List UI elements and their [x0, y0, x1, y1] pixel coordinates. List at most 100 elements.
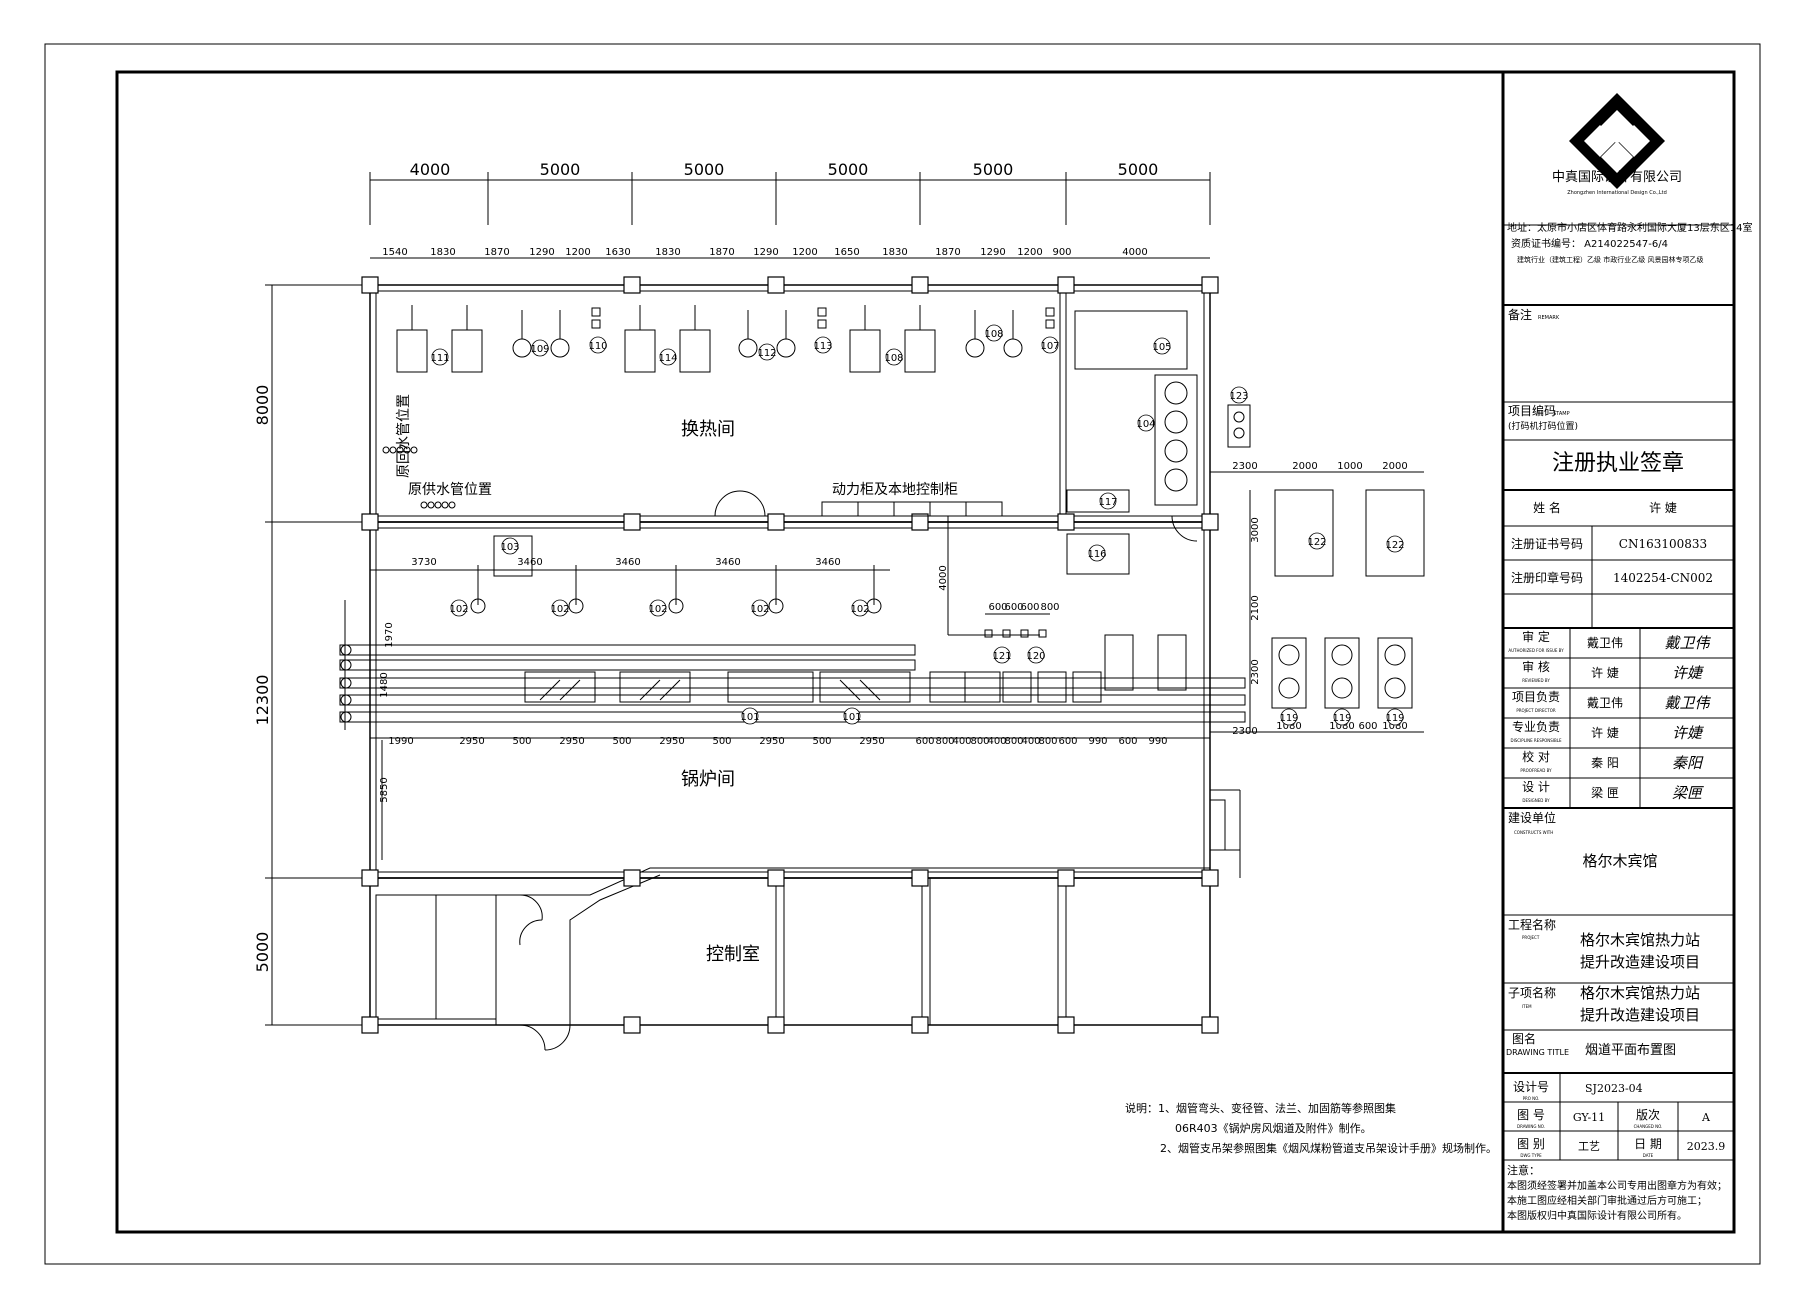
dim2-4: 1290 [529, 247, 554, 258]
date-label: 日 期 [1634, 1137, 1662, 1151]
drawing-no-label: 图 号 [1517, 1108, 1545, 1122]
dim-bot-22: 990 [1148, 736, 1167, 747]
plan-labels: 4000 5000 5000 5000 5000 5000 1540 1830 … [253, 160, 1497, 1155]
tag-114: 114 [658, 353, 677, 364]
dim-left-1: 8000 [253, 385, 272, 426]
dim-bot-7: 500 [712, 736, 731, 747]
role-label: 审 核 [1522, 659, 1550, 674]
dim-bot-9: 500 [812, 736, 831, 747]
role-row: 设 计 DESIGNED BY 梁 匣 梁匣 [1522, 780, 1704, 803]
dim-small-4: 800 [1040, 602, 1059, 613]
note-line-1: 说明：1、烟管弯头、变径管、法兰、加固筋等参照图集 [1125, 1101, 1396, 1115]
role-name: 许 婕 [1591, 666, 1619, 680]
qualification: 建筑行业（建筑工程）乙级 市政行业乙级 风景园林专项乙级 [1517, 255, 1703, 264]
drawing-title-label: 图名 [1512, 1031, 1536, 1046]
tag-108-b: 108 [984, 329, 1003, 340]
dim2-17: 4000 [1122, 247, 1147, 258]
company-name-en: Zhongzhen International Design Co.,Ltd [1567, 190, 1667, 196]
tag-110: 110 [588, 341, 607, 352]
role-label: 校 对 [1522, 749, 1550, 764]
dim-mid-3: 3460 [615, 557, 640, 568]
dim-top-5: 5000 [973, 160, 1014, 179]
tag-108-a: 108 [884, 353, 903, 364]
tag-121: 121 [992, 651, 1011, 662]
dim2-1: 1540 [382, 247, 407, 258]
role-label: 审 定 [1522, 629, 1550, 644]
name-value: 许 婕 [1649, 501, 1677, 515]
revision-en: CHANGED NO. [1634, 1124, 1663, 1129]
role-row: 专业负责 DISCIPLINE RESPONSIBLE 许 婕 许婕 [1511, 719, 1704, 743]
tag-102-e: 102 [850, 604, 869, 615]
project-code-sub: (打码机打码位置) [1508, 420, 1578, 432]
dim-1970: 1970 [384, 622, 395, 647]
revision-value: A [1701, 1111, 1711, 1124]
dim-4000-vertical: 4000 [938, 565, 949, 590]
tag-119-b: 119 [1332, 713, 1351, 724]
item-name-en: ITEM [1522, 1004, 1532, 1009]
role-label: 设 计 [1522, 780, 1550, 794]
registration-title: 注册执业签章 [1552, 451, 1684, 476]
tag-112: 112 [757, 348, 776, 359]
floor-plan [265, 172, 1425, 1051]
role-name: 许 婕 [1591, 726, 1619, 740]
role-name: 戴卫伟 [1587, 695, 1623, 710]
dim2-15: 1200 [1017, 247, 1042, 258]
dim-small-2: 600 [1004, 602, 1023, 613]
note-line-2: 06R403《锅炉房风烟道及附件》制作。 [1175, 1121, 1372, 1135]
tag-113: 113 [813, 341, 832, 352]
drawing-type-en: DWG TYPE [1520, 1153, 1542, 1158]
dim-left-2: 12300 [253, 675, 272, 726]
dim-right-top-2: 2000 [1292, 461, 1317, 472]
dim-right-bot-2: 1080 [1329, 721, 1354, 732]
tag-111: 111 [430, 353, 449, 364]
role-name: 梁 匣 [1591, 785, 1619, 800]
drawing-no-en: DRAWING NO. [1517, 1124, 1545, 1129]
dim-small-3: 600 [1020, 602, 1039, 613]
dim2-7: 1830 [655, 247, 680, 258]
dim-bot-5: 500 [612, 736, 631, 747]
dim2-14: 1290 [980, 247, 1005, 258]
role-label-en: DISCIPLINE RESPONSIBLE [1511, 738, 1562, 743]
seal-no-value: 1402254-CN002 [1613, 571, 1713, 585]
dim-mid-5: 3460 [815, 557, 840, 568]
dim-bot-12: 800 [935, 736, 954, 747]
tag-117: 117 [1098, 497, 1117, 508]
dim-bot-14: 800 [970, 736, 989, 747]
dim-right-v-2: 2100 [1250, 595, 1261, 620]
dim-bot-10: 2950 [859, 736, 884, 747]
tag-107: 107 [1040, 341, 1059, 352]
seal-no-label: 注册印章号码 [1511, 570, 1583, 585]
client-value: 格尔木宾馆 [1582, 852, 1657, 870]
role-signature: 秦阳 [1672, 754, 1704, 772]
dim-top-3: 5000 [684, 160, 725, 179]
dim-top-1: 4000 [410, 160, 451, 179]
supply-pipe-label: 原供水管位置 [408, 482, 492, 498]
dim-small-1: 600 [988, 602, 1007, 613]
project-name-line2: 提升改造建设项目 [1580, 953, 1700, 971]
drawing-type-value: 工艺 [1578, 1140, 1600, 1153]
dim-mid-2: 3460 [517, 557, 542, 568]
dim2-10: 1200 [792, 247, 817, 258]
notice-line-3: 本图版权归中真国际设计有限公司所有。 [1507, 1209, 1687, 1222]
dim-5850: 5850 [379, 777, 390, 802]
notice-line-2: 本施工图应经相关部门审批通过后方可施工； [1507, 1194, 1707, 1207]
drawing-no-value: GY-11 [1573, 1111, 1605, 1124]
tag-120: 120 [1026, 651, 1045, 662]
tag-104: 104 [1136, 419, 1155, 430]
dim2-8: 1870 [709, 247, 734, 258]
role-label-en: PROOFREAD BY [1520, 768, 1552, 773]
dim-right-top-1: 2300 [1232, 461, 1257, 472]
role-label: 专业负责 [1512, 719, 1560, 734]
dim-right-bot-1: 1080 [1276, 721, 1301, 732]
tag-122-b: 122 [1385, 540, 1404, 551]
dim-mid-1: 3730 [411, 557, 436, 568]
room-boiler: 锅炉间 [681, 769, 735, 790]
design-no-en: PRO NO. [1523, 1096, 1540, 1101]
client-label: 建设单位 [1508, 810, 1556, 825]
note-line-3: 2、烟管支吊架参照图集《烟风煤粉管道支吊架设计手册》规场制作。 [1160, 1141, 1497, 1155]
cert-no-value: CN163100833 [1619, 537, 1707, 551]
tag-101-b: 101 [842, 712, 861, 723]
title-block [1503, 93, 1734, 1161]
dim2-9: 1290 [753, 247, 778, 258]
project-name-en: PROJECT [1522, 935, 1540, 940]
